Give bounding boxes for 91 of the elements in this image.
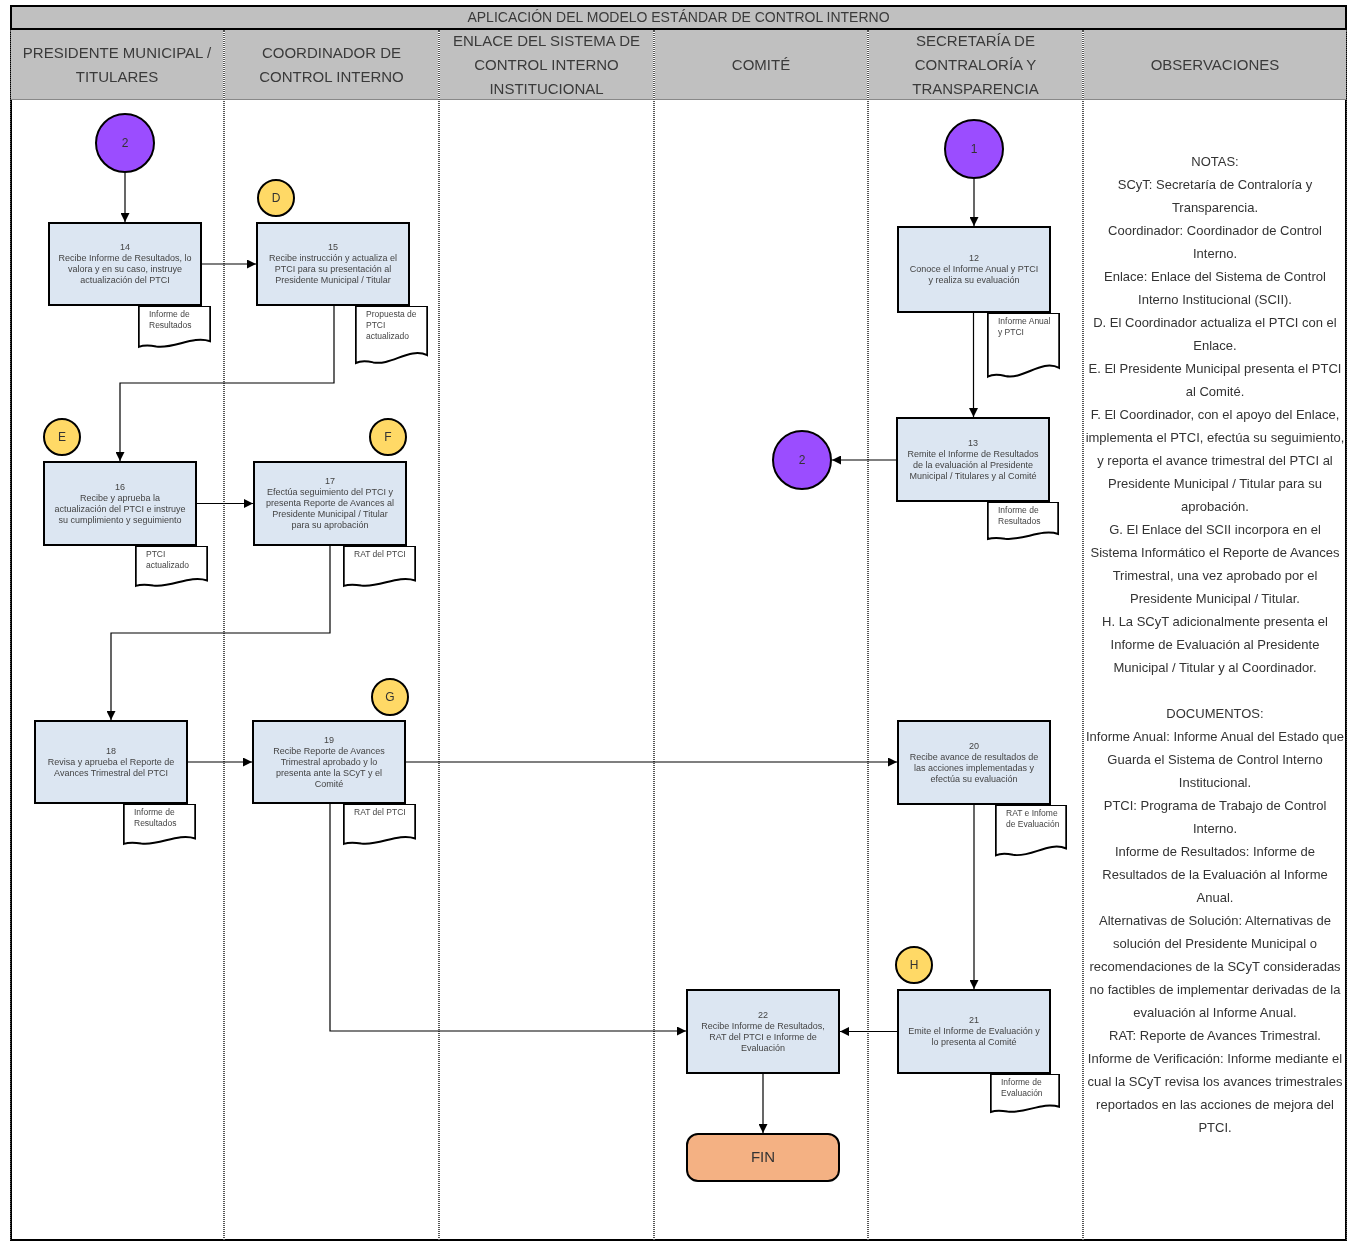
lane-title: OBSERVACIONES xyxy=(1150,54,1280,75)
step-text: Recibe Informe de Resultados, lo valora y en su caso, instruye actualización del PTCI xyxy=(58,253,192,286)
lane-title: COMITÉ xyxy=(731,54,791,75)
note-text: SCyT: Secretaría de Contraloría y Transparencia. xyxy=(1116,176,1314,217)
process-box xyxy=(256,222,410,306)
document-label: RAT del PTCI xyxy=(354,549,407,560)
lane-title: SECRETARÍA DE CONTRALORÍA Y TRANSPARENCIA xyxy=(911,30,1040,99)
lane-title: COORDINADOR DE CONTROL INTERNO xyxy=(258,42,405,87)
arrow xyxy=(969,178,979,227)
step-text: Recibe y aprueba la actualización del PTCI e instruye su cumplimiento y seguimiento xyxy=(53,492,187,526)
arrow xyxy=(969,312,978,418)
document-label: Propuesta de PTCI actualizado xyxy=(366,309,418,342)
process-box xyxy=(252,720,406,804)
process-box xyxy=(253,461,407,546)
note-text: Coordinador: Coordinador de Control Interno. xyxy=(1107,222,1323,263)
step-text: Conoce el Informe Anual y PTCI y realiza su evaluación xyxy=(908,264,1040,286)
step-number: 12 xyxy=(969,253,979,264)
step-text: Recibe instrucción y actualiza el PTCI para su presentación al Presidente Municipal / Titular xyxy=(267,253,399,286)
note-text: NOTAS: xyxy=(1191,153,1239,171)
document-shape xyxy=(135,546,208,588)
document-label: Informe de Evaluación xyxy=(1001,1077,1044,1099)
step-text: Recibe avance de resultados de las acciones implementadas y efectúa su evaluación xyxy=(908,751,1040,785)
note-text: DOCUMENTOS: xyxy=(1166,705,1264,723)
arrow xyxy=(115,305,335,462)
note-text: Alternativas de Solución: Alternativas de solución del Presidente Municipal o recomendaciones de la SCyT consideradas no factibles de implementar derivadas de la evaluación al Informe Anual. xyxy=(1088,912,1342,1022)
step-number: 16 xyxy=(115,481,125,493)
document-label: Informe de Resultados xyxy=(149,309,193,331)
process-box xyxy=(897,226,1051,313)
note-text: F. El Coordinador, con el apoyo del Enlace, implementa el PTCI, efectúa su seguimiento, y reporta el avance trimestral del PTCI al Presidente Municipal / Titular para su aprobación. xyxy=(1085,406,1345,516)
step-text: Efectúa seguimiento del PTCI y presenta Reporte de Avances al Presidente Municipal / Titular para su aprobación xyxy=(265,487,395,531)
process-box xyxy=(897,989,1051,1074)
step-text: Remite el Informe de Resultados de la evaluación al Presidente Municipal / Titulares y al Comité xyxy=(906,448,1040,482)
step-text: Revisa y aprueba el Reporte de Avances Trimestral del PTCI xyxy=(46,756,176,779)
process-box xyxy=(896,417,1050,502)
note-text: Informe Anual: Informe Anual del Estado que Guarda el Sistema de Control Interno Institucional. xyxy=(1085,728,1345,792)
step-number: 20 xyxy=(969,740,979,752)
step-text: Recibe Reporte de Avances Trimestral aprobado y lo presenta ante la SCyT y el Comité xyxy=(272,745,386,790)
step-number: 18 xyxy=(106,745,116,757)
step-number: 22 xyxy=(758,1009,768,1021)
document-label: PTCI actualizado xyxy=(146,549,190,571)
document-shape xyxy=(138,306,211,349)
arrow xyxy=(201,259,257,269)
arrow xyxy=(329,803,687,1036)
step-number: 21 xyxy=(969,1015,979,1026)
arrow xyxy=(405,757,898,767)
arrow xyxy=(969,804,979,990)
note-text: RAT: Reporte de Avances Trimestral. xyxy=(1109,1027,1321,1045)
step-number: 14 xyxy=(120,242,130,253)
arrow xyxy=(120,172,130,223)
document-shape xyxy=(995,805,1067,858)
process-box xyxy=(34,720,188,804)
diagram-title: APLICACIÓN DEL MODELO ESTÁNDAR DE CONTROL INTERNO xyxy=(467,8,890,27)
arrow xyxy=(839,1027,898,1036)
step-text: Recibe Informe de Resultados, RAT del PTCI e Informe de Evaluación xyxy=(700,1020,826,1054)
document-shape xyxy=(343,804,416,846)
process-box xyxy=(686,989,840,1074)
step-text: Emite el Informe de Evaluación y lo presenta al Comité xyxy=(907,1026,1041,1048)
note-text: E. El Presidente Municipal presenta el PTCI al Comité. xyxy=(1087,360,1343,401)
step-number: 13 xyxy=(968,437,978,449)
document-shape xyxy=(990,1074,1060,1114)
arrow xyxy=(196,499,254,508)
step-number: 15 xyxy=(328,242,338,253)
arrow xyxy=(758,1073,768,1134)
arrow xyxy=(831,455,897,465)
step-number: 19 xyxy=(324,734,334,746)
process-box xyxy=(897,720,1051,805)
lane-title: ENLACE DEL SISTEMA DE CONTROL INTERNO INSTITUCIONAL xyxy=(452,30,641,99)
note-text: Enlace: Enlace del Sistema de Control Interno Institucional (SCII). xyxy=(1103,268,1327,309)
note-text: G. El Enlace del SCII incorpora en el Sistema Informático el Reporte de Avances Trimestral, una vez aprobado por el Presidente Municipal / Titular. xyxy=(1089,521,1341,608)
document-label: RAT e Infome de Evaluación xyxy=(1006,808,1061,830)
note-text: Informe de Verificación: Informe mediante el cual la SCyT revisa los avances trimestrales reportados en las acciones de mejora del PTCI. xyxy=(1086,1050,1344,1137)
document-label: Informe de Resultados xyxy=(998,505,1042,527)
document-shape xyxy=(123,804,196,846)
document-shape xyxy=(343,546,416,588)
document-label: Informe de Resultados xyxy=(134,807,178,829)
document-shape xyxy=(987,502,1059,541)
note-text: Informe de Resultados: Informe de Resultados de la Evaluación al Informe Anual. xyxy=(1101,843,1329,907)
arrow xyxy=(106,545,331,721)
arrow xyxy=(187,757,253,767)
process-box xyxy=(48,222,202,306)
end-terminal: FIN xyxy=(686,1133,840,1182)
note-text: PTCI: Programa de Trabajo de Control Interno. xyxy=(1102,797,1328,838)
lane-title: PRESIDENTE MUNICIPAL / TITULARES xyxy=(21,42,213,87)
document-shape xyxy=(987,313,1060,380)
note-text: D. El Coordinador actualiza el PTCI con el Enlace. xyxy=(1092,314,1338,355)
note-text: H. La SCyT adicionalmente presenta el Informe de Evaluación al Presidente Municipal / Titular y al Coordinador. xyxy=(1101,613,1329,677)
document-label: Informe Anual y PTCI xyxy=(998,316,1052,338)
document-shape xyxy=(355,306,428,366)
step-number: 17 xyxy=(325,476,335,487)
document-label: RAT del PTCI xyxy=(354,807,407,818)
process-box xyxy=(43,461,197,546)
